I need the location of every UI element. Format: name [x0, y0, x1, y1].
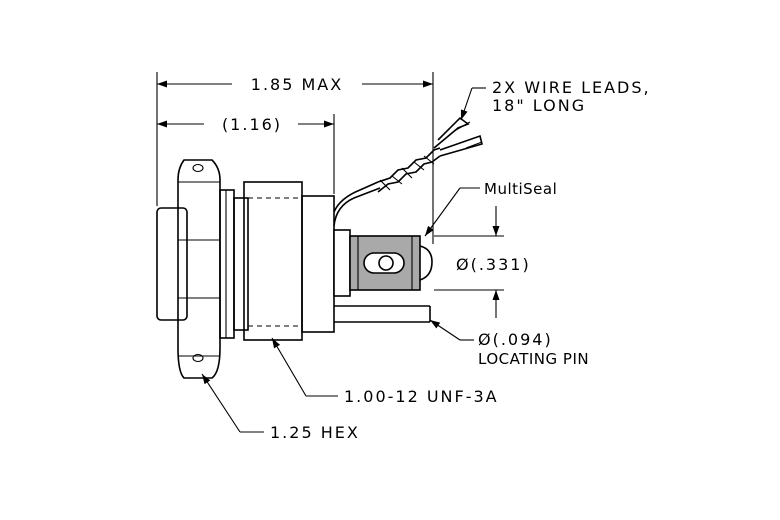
- wire-leads: [333, 116, 483, 227]
- lock-washer: [219, 189, 235, 339]
- wire-leads-line2: 18" LONG: [492, 96, 586, 115]
- locating-pin-label: LOCATING PIN: [478, 350, 589, 368]
- pin-diameter-label: Ø(.094): [478, 330, 553, 349]
- callout-wire-leads: 2X WIRE LEADS, 18" LONG: [460, 78, 651, 121]
- dimension-body-length: (1.16): [157, 115, 334, 134]
- thread-section: [233, 197, 249, 331]
- callout-hex: 1.25 HEX: [201, 373, 360, 442]
- threaded-sleeve: [243, 181, 303, 341]
- overall-length-label: 1.85 MAX: [251, 75, 343, 94]
- rear-body: [301, 195, 335, 333]
- hex-nut: [177, 159, 221, 379]
- multiseal-insert: [333, 229, 433, 297]
- wire-leads-line1: 2X WIRE LEADS,: [492, 78, 651, 97]
- body-length-label: (1.16): [222, 115, 282, 134]
- seal-hole: [378, 255, 394, 271]
- seal-core: [333, 229, 351, 297]
- dimension-overall-length: 1.85 MAX: [157, 75, 433, 94]
- extension-lines: [156, 72, 504, 291]
- callout-thread: 1.00-12 UNF-3A: [271, 337, 499, 406]
- seal-diameter-label: Ø(.331): [456, 255, 531, 274]
- thread-label: 1.00-12 UNF-3A: [344, 387, 499, 406]
- seal-cap: [419, 245, 433, 281]
- hex-label: 1.25 HEX: [270, 423, 360, 442]
- multiseal-label: MultiSeal: [484, 180, 557, 198]
- callout-locating-pin: Ø(.094) LOCATING PIN: [429, 319, 589, 368]
- front-flange: [156, 207, 188, 321]
- dimension-seal-diameter: Ø(.331): [456, 206, 531, 318]
- locating-pin: [334, 305, 431, 323]
- connector-body: [156, 159, 335, 379]
- callout-multiseal: MultiSeal: [424, 180, 557, 237]
